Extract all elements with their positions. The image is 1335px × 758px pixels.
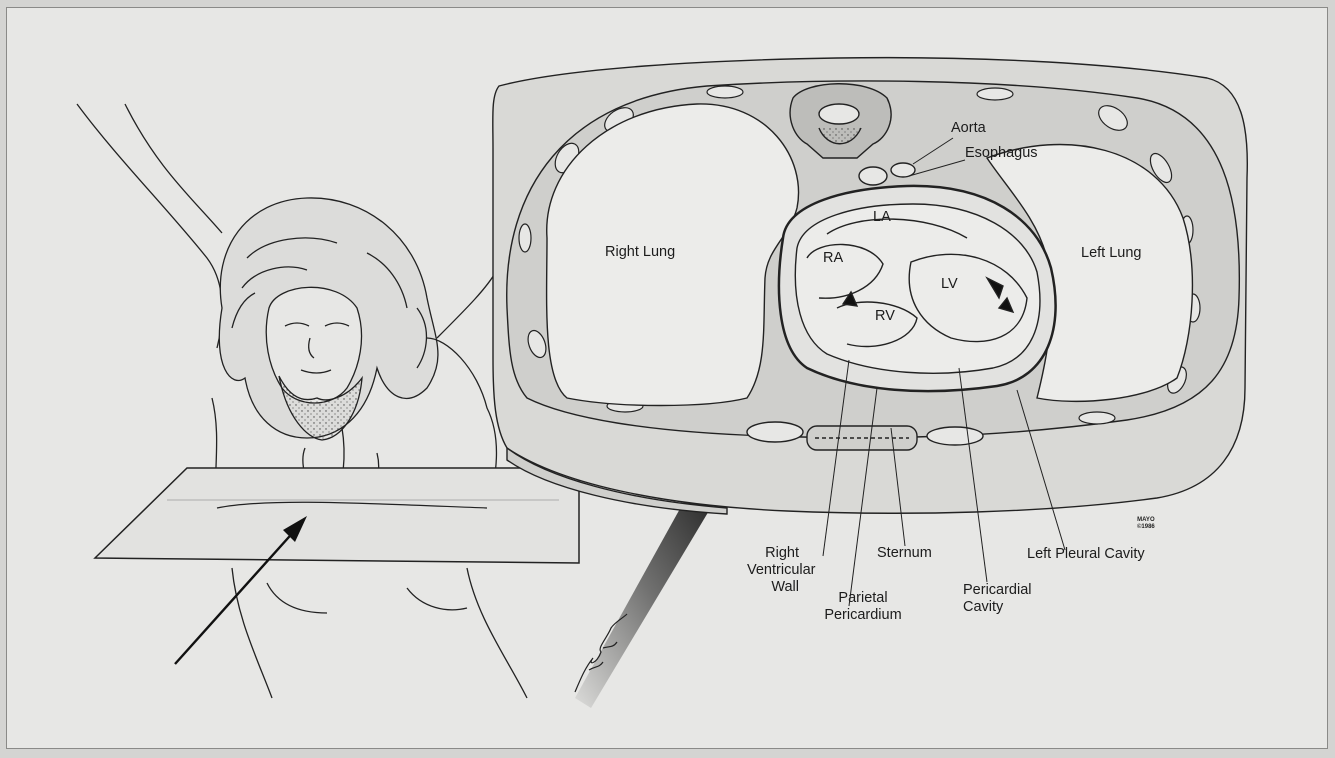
label-right-lung: Right Lung [605,244,675,261]
right-arm [437,270,497,338]
left-arm-inner [125,104,222,233]
human-figure [77,104,527,698]
mayo-credit-line2: ©1986 [1137,524,1155,531]
label-aorta: Aorta [951,120,986,137]
costal-cartilage-right [747,422,803,442]
label-parietal-pericardium: Parietal Pericardium [813,590,913,624]
label-left-pleural-cavity: Left Pleural Cavity [1027,546,1145,563]
artist-signature [567,608,637,698]
label-lv: LV [941,276,958,293]
heart [795,204,1040,373]
label-pericardial-cavity-line2: Cavity [963,599,1032,616]
label-ra: RA [823,250,843,267]
mayo-credit-line1: MAYO [1137,517,1155,524]
anatomy-drawing [7,8,1329,750]
label-left-lung: Left Lung [1081,245,1141,262]
label-esophagus: Esophagus [965,145,1038,162]
label-rv: RV [875,308,895,325]
costal-cartilage-left [927,427,983,445]
label-pericardial-cavity-line1: Pericardial [963,582,1032,599]
label-parietal-pericardium-line1: Parietal [813,590,913,607]
lower-torso [232,568,527,698]
illustration-plate: Aorta Esophagus LA RA LV RV Right Lung L… [6,7,1328,749]
label-parietal-pericardium-line2: Pericardium [813,607,913,624]
mayo-credit: MAYO ©1986 [1137,517,1155,531]
transection-plane [95,468,579,563]
label-pericardial-cavity: Pericardial Cavity [963,582,1032,616]
left-arm [77,104,222,348]
aorta [859,167,887,185]
label-right-ventricular-wall-line1: Right [747,545,799,562]
label-right-ventricular-wall: Right Ventricular Wall [747,545,799,596]
label-right-ventricular-wall-line2: Ventricular [747,562,799,579]
label-sternum: Sternum [877,545,932,562]
label-right-ventricular-wall-line3: Wall [747,579,799,596]
label-la: LA [873,209,891,226]
